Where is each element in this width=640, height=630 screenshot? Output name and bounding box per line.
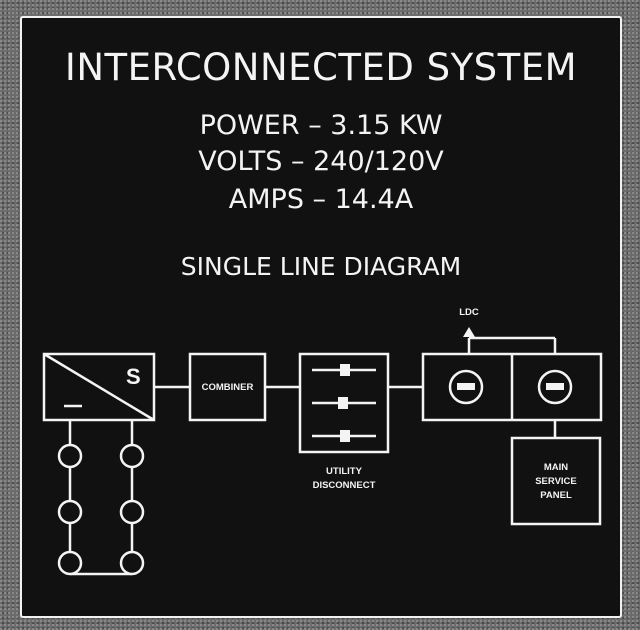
inverter-symbol: S: [126, 364, 141, 389]
main-service-panel-label-3: PANEL: [540, 490, 572, 501]
power-spec: POWER – 3.15 KW: [199, 110, 443, 141]
plaque-title: INTERCONNECTED SYSTEM: [64, 46, 578, 89]
ldc-label: LDC: [459, 307, 479, 318]
utility-disconnect-label-1: UTILITY: [326, 466, 363, 477]
diagram-subtitle: SINGLE LINE DIAGRAM: [180, 252, 462, 281]
pv-module: [119, 443, 145, 469]
main-service-panel-label-1: MAIN: [544, 462, 568, 473]
pv-array: [57, 420, 145, 576]
switch-blade: [340, 430, 350, 442]
meter-panel: [421, 336, 603, 422]
pv-module: [119, 550, 145, 576]
switch-blade: [338, 397, 348, 409]
pv-module: [119, 499, 145, 525]
combiner-label: COMBINER: [202, 382, 254, 393]
pv-module: [57, 443, 83, 469]
breaker-icon: [448, 369, 484, 405]
breaker-bar: [457, 383, 475, 390]
switch-blade: [340, 364, 350, 376]
amps-spec: AMPS – 14.4A: [228, 184, 414, 215]
main-service-panel-label-2: SERVICE: [535, 476, 577, 487]
breaker-bar: [546, 383, 564, 390]
utility-disconnect-label-2: DISCONNECT: [313, 480, 376, 491]
breaker-icon: [537, 369, 573, 405]
pv-module: [57, 499, 83, 525]
single-line-diagram: S COMBINER UTILITY DISCONNECT LDC MAIN S…: [42, 307, 603, 576]
volts-spec: VOLTS – 240/120V: [198, 146, 444, 177]
main-service-panel-box: [510, 436, 602, 526]
sign-plaque: INTERCONNECTED SYSTEM POWER – 3.15 KW VO…: [20, 16, 622, 618]
pv-module: [57, 550, 83, 576]
ldc-arrow-icon: [463, 327, 475, 337]
